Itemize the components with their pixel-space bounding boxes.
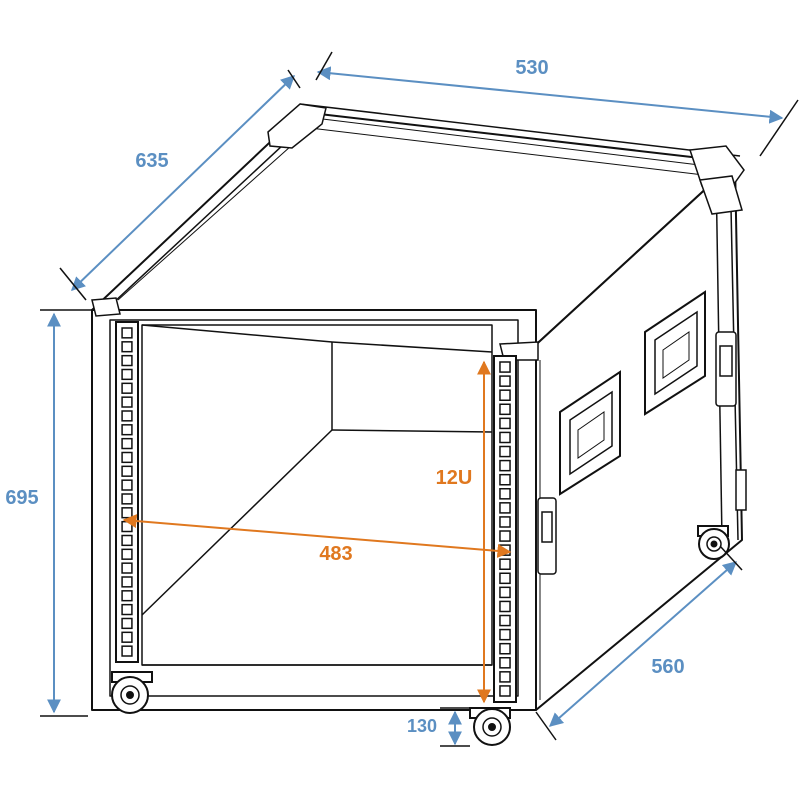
rail-hole <box>499 572 511 585</box>
case-front-frame <box>91 309 537 711</box>
rail-hole <box>499 685 511 697</box>
rail-hole <box>499 614 511 627</box>
dimension-case-depth-label: 560 <box>651 656 684 678</box>
rail-hole <box>121 465 133 477</box>
rail-hole <box>499 431 511 444</box>
rail-hole <box>121 451 133 464</box>
rack-rail-left <box>115 321 139 663</box>
rail-hole <box>499 473 511 486</box>
rail-hole <box>499 516 511 528</box>
rail-hole <box>499 558 511 571</box>
rail-hole <box>121 590 133 602</box>
rail-hole <box>499 445 511 458</box>
rail-hole <box>499 361 511 373</box>
rail-hole <box>499 502 511 514</box>
side-handle-rear <box>644 290 706 416</box>
rail-hole <box>121 507 133 519</box>
rack-units-label: 12U <box>436 467 473 489</box>
dimension-depth-label: 635 <box>135 150 168 172</box>
rack-measure-lines <box>122 360 512 704</box>
rail-hole <box>499 530 511 542</box>
rail-hole <box>121 479 133 491</box>
rail-hole <box>121 562 133 574</box>
rail-hole <box>121 341 133 353</box>
rail-hole <box>121 576 133 588</box>
rail-hole <box>121 534 133 547</box>
rail-hole <box>121 548 133 560</box>
rail-hole <box>121 424 133 436</box>
rail-hole <box>499 657 511 669</box>
rail-hole <box>121 617 133 630</box>
rail-hole <box>499 642 511 655</box>
side-handle-front <box>559 370 621 496</box>
rail-hole <box>121 437 133 450</box>
rail-hole <box>499 403 511 416</box>
rail-hole <box>499 600 511 613</box>
rail-hole <box>499 488 511 500</box>
rail-hole <box>121 603 133 616</box>
rail-hole <box>499 671 511 683</box>
dimension-height-label: 695 <box>5 487 38 509</box>
rail-hole <box>121 520 133 533</box>
caster-wheels <box>111 525 730 746</box>
rail-hole <box>499 628 511 641</box>
rail-hole <box>121 410 133 422</box>
rail-hole <box>499 417 511 430</box>
rail-hole <box>121 493 133 505</box>
dimension-lines <box>47 66 784 746</box>
rail-hole <box>499 586 511 599</box>
rail-hole <box>121 645 133 657</box>
latches <box>537 331 747 575</box>
rail-hole <box>121 368 133 381</box>
extension-lines <box>40 51 799 747</box>
rail-hole <box>121 327 133 339</box>
rail-hole <box>499 389 511 401</box>
rail-hole <box>121 382 133 394</box>
wheel-front-right <box>469 707 511 746</box>
rail-hole <box>499 544 511 556</box>
rack-rail-right <box>493 355 517 703</box>
rail-hole <box>499 459 511 472</box>
dimension-wheel-height-label: 130 <box>407 716 437 736</box>
rail-hole <box>121 631 133 643</box>
dimension-width-label: 530 <box>515 57 548 79</box>
rail-hole <box>499 375 511 387</box>
rail-hole <box>121 396 133 408</box>
rack-width-label: 483 <box>319 543 352 565</box>
wheel-front-left <box>111 671 153 714</box>
rail-hole <box>121 354 133 367</box>
wheel-rear-right <box>697 525 730 560</box>
